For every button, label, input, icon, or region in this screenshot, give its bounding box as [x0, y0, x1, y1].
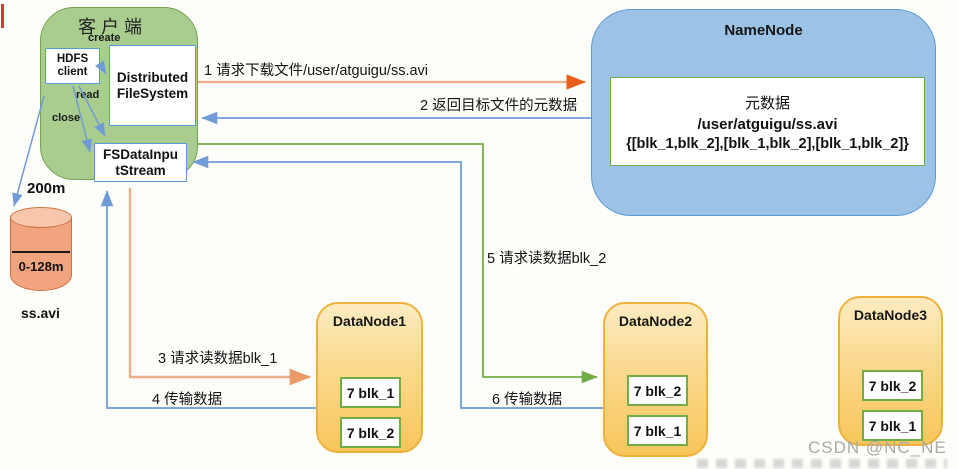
datanode2-block2: 7 blk_1 — [627, 415, 688, 446]
datanode3-title: DataNode3 — [853, 307, 928, 323]
datanode3-block1: 7 blk_2 — [862, 370, 923, 401]
step1-label: 1 请求下载文件/user/atguigu/ss.avi — [204, 63, 429, 79]
file-name-label: ss.avi — [21, 305, 60, 321]
file-cylinder-body — [10, 217, 72, 291]
read-label: read — [76, 89, 100, 101]
fsdatainputstream-line1: FSDataInpu — [102, 146, 178, 162]
datanode1-block2: 7 blk_2 — [340, 417, 401, 448]
step5-label: 5 请求读数据blk_2 — [487, 251, 607, 267]
fsdatainputstream-line2: tStream — [115, 162, 166, 178]
crop-artifact-line — [1, 4, 4, 28]
metadata-box: 元数据 /user/atguigu/ss.avi {[blk_1,blk_2],… — [610, 77, 925, 166]
distributed-filesystem-line1: Distributed — [116, 69, 189, 85]
datanode3-block2: 7 blk_1 — [862, 410, 923, 441]
client-title: 客户端 — [78, 17, 147, 37]
metadata-block-map: {[blk_1,blk_2],[blk_1,blk_2],[blk_1,blk_… — [626, 135, 909, 152]
arrow-step4-transfer-data — [100, 190, 316, 409]
step2-label: 2 返回目标文件的元数据 — [420, 98, 578, 114]
create-label: create — [88, 32, 121, 44]
step6-label: 6 传输数据 — [492, 392, 563, 408]
datanode1-container: DataNode1 7 blk_1 7 blk_2 — [316, 302, 423, 453]
metadata-title: 元数据 — [744, 94, 790, 112]
metadata-path: /user/atguigu/ss.avi — [697, 115, 838, 133]
block-range-label: 0-128m — [18, 259, 64, 274]
file-cylinder-top — [10, 207, 72, 228]
step3-label: 3 请求读数据blk_1 — [158, 351, 278, 367]
namenode-title: NameNode — [724, 22, 803, 39]
hdfs-client-line1: HDFS — [56, 52, 89, 65]
hdfs-client-line2: client — [57, 66, 88, 78]
datanode3-container: DataNode3 7 blk_2 7 blk_1 — [838, 296, 943, 446]
faint-watermark-strip — [697, 459, 947, 468]
datanode1-block1: 7 blk_1 — [340, 377, 401, 408]
step4-label: 4 传输数据 — [152, 392, 223, 408]
distributed-filesystem-box: Distributed FileSystem — [109, 45, 196, 126]
datanode2-title: DataNode2 — [618, 313, 693, 329]
hdfs-client-box: HDFS client — [45, 48, 100, 84]
datanode2-container: DataNode2 7 blk_2 7 blk_1 — [603, 302, 708, 457]
file-cylinder-split-line — [12, 251, 70, 254]
file-size-label: 200m — [27, 180, 66, 197]
datanode1-title: DataNode1 — [332, 313, 407, 329]
datanode2-block1: 7 blk_2 — [627, 375, 688, 406]
distributed-filesystem-line2: FileSystem — [116, 85, 189, 101]
csdn-watermark: CSDN @NC_NE — [808, 438, 947, 457]
fsdatainputstream-box: FSDataInpu tStream — [94, 143, 187, 182]
close-label: close — [52, 112, 81, 124]
